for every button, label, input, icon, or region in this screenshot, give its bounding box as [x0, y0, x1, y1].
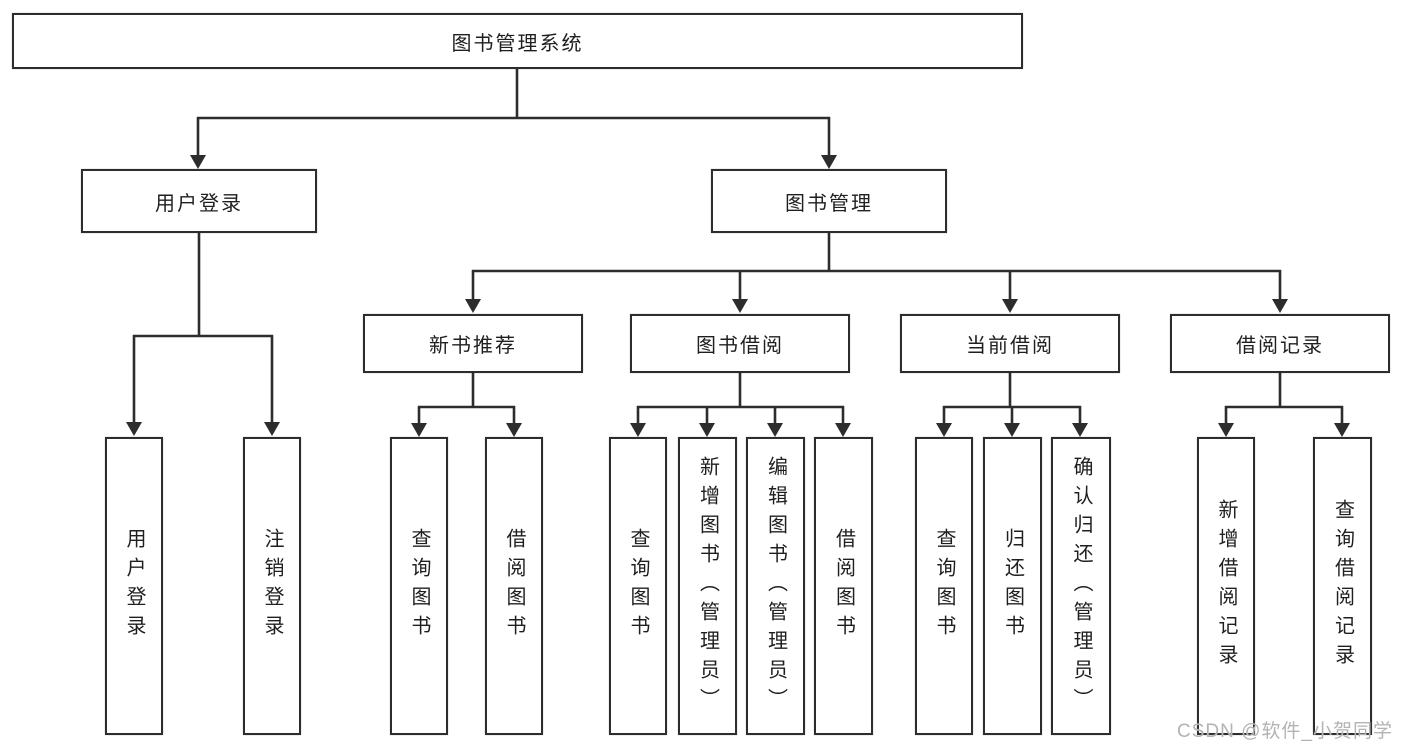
node-book-management-label: 图书管理: [785, 192, 873, 215]
watermark: CSDN @软件_小贺同学: [1177, 721, 1393, 742]
node-user-login: 用户登录: [81, 169, 317, 233]
node-user-login-label: 用户登录: [155, 192, 243, 215]
node-leaf-bb-edit-books: 编辑图书（管理员）: [746, 437, 805, 735]
node-leaf-cb-query-books-label: 查询图书: [933, 528, 955, 644]
node-new-book-recommend-label: 新书推荐: [429, 335, 517, 357]
node-borrow-records: 借阅记录: [1170, 314, 1390, 373]
node-leaf-cb-query-books: 查询图书: [915, 437, 973, 735]
node-leaf-cb-confirm-return-label: 确认归还（管理员）: [1070, 455, 1092, 717]
node-leaf-logout-label: 注销登录: [261, 528, 283, 644]
node-leaf-nbr-query-books: 查询图书: [390, 437, 448, 735]
node-leaf-br-query-record: 查询借阅记录: [1313, 437, 1372, 735]
node-book-borrow-label: 图书借阅: [696, 335, 784, 357]
node-leaf-cb-confirm-return: 确认归还（管理员）: [1051, 437, 1111, 735]
node-leaf-bb-query-books-label: 查询图书: [627, 528, 649, 644]
node-book-borrow: 图书借阅: [630, 314, 850, 373]
node-root-label: 图书管理系统: [451, 32, 584, 55]
node-book-management: 图书管理: [711, 169, 947, 233]
node-leaf-user-login: 用户登录: [105, 437, 163, 735]
node-root: 图书管理系统: [12, 13, 1023, 69]
node-leaf-br-query-record-label: 查询借阅记录: [1331, 499, 1354, 673]
node-leaf-bb-query-books: 查询图书: [609, 437, 667, 735]
node-leaf-br-add-record-label: 新增借阅记录: [1215, 499, 1237, 673]
node-leaf-logout: 注销登录: [243, 437, 301, 735]
node-leaf-br-add-record: 新增借阅记录: [1197, 437, 1255, 735]
node-leaf-user-login-label: 用户登录: [123, 528, 145, 644]
node-borrow-records-label: 借阅记录: [1236, 335, 1324, 357]
node-current-borrow: 当前借阅: [900, 314, 1120, 373]
node-new-book-recommend: 新书推荐: [363, 314, 583, 373]
node-leaf-cb-return-books-label: 归还图书: [1001, 528, 1024, 644]
node-leaf-nbr-borrow-books: 借阅图书: [485, 437, 543, 735]
node-leaf-cb-return-books: 归还图书: [983, 437, 1042, 735]
node-current-borrow-label: 当前借阅: [966, 335, 1054, 357]
node-leaf-nbr-query-books-label: 查询图书: [408, 528, 430, 644]
node-leaf-bb-borrow-books: 借阅图书: [814, 437, 873, 735]
node-leaf-bb-borrow-books-label: 借阅图书: [832, 528, 855, 644]
node-leaf-bb-add-books: 新增图书（管理员）: [678, 437, 737, 735]
node-leaf-nbr-borrow-books-label: 借阅图书: [503, 528, 525, 644]
node-leaf-bb-add-books-label: 新增图书（管理员）: [696, 455, 719, 717]
node-leaf-bb-edit-books-label: 编辑图书（管理员）: [764, 455, 787, 717]
